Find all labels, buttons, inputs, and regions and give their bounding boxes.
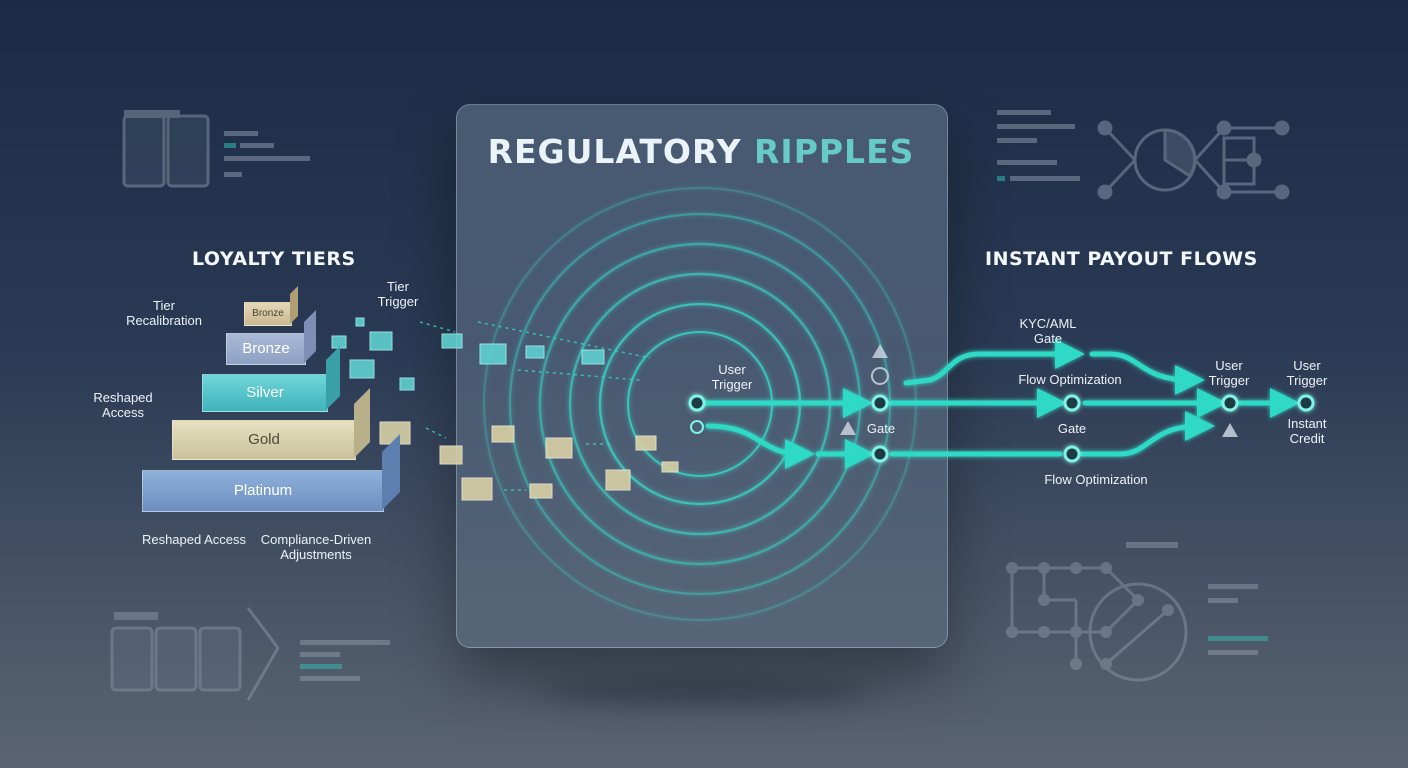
label-tier-trigger: Tier Trigger [377,279,419,309]
label-gate-panel: Gate [866,421,896,436]
floating-cubes [331,317,679,501]
loyalty-tiers-heading: LOYALTY TIERS [192,248,356,270]
label-compliance-adjustments: Compliance-Driven Adjustments [260,532,372,562]
panel-title: REGULATORY RIPPLES [456,132,946,171]
label-flow-optimization-bottom: Flow Optimization [1044,472,1148,487]
payout-flows-heading: INSTANT PAYOUT FLOWS [985,248,1258,270]
label-flow-optimization-top: Flow Optimization [1018,372,1122,387]
ghost-lines-bottom-left [300,640,390,681]
ghost-graph-top-right [997,110,1290,200]
panel-title-part2: RIPPLES [754,132,915,171]
flow-pipes [694,339,1300,469]
label-user-trigger-2: User Trigger [1286,358,1328,388]
label-tier-recalibration: Tier Recalibration [126,298,202,328]
ghost-card-icon-bottom-left [110,607,280,701]
label-gate-right: Gate [1057,421,1087,436]
cycle-icon [690,420,704,434]
tier-bronze: Bronze [226,333,306,365]
tier-top-block: Bronze [244,302,292,326]
tier-gold: Gold [172,420,356,460]
label-reshaped-access-bottom: Reshaped Access [141,532,247,547]
ghost-card-icon-top-left [122,110,210,188]
ghost-lines-top-left [224,131,310,177]
ghost-network-bottom-right [1006,542,1268,682]
tier-platinum: Platinum [142,470,384,512]
label-instant-credit: Instant Credit [1287,416,1327,446]
label-kyc-aml-gate: KYC/AML Gate [1019,316,1077,346]
tier-silver: Silver [202,374,328,412]
warning-icons [840,344,1238,437]
regulatory-panel [456,104,948,648]
panel-shadow [540,676,870,706]
panel-title-part1: REGULATORY [487,132,742,171]
label-user-trigger-1: User Trigger [1208,358,1250,388]
drift-lines [419,321,651,491]
label-user-trigger-panel: User Trigger [711,362,753,392]
flow-nodes [688,394,1315,463]
label-reshaped-access-left: Reshaped Access [93,390,153,420]
